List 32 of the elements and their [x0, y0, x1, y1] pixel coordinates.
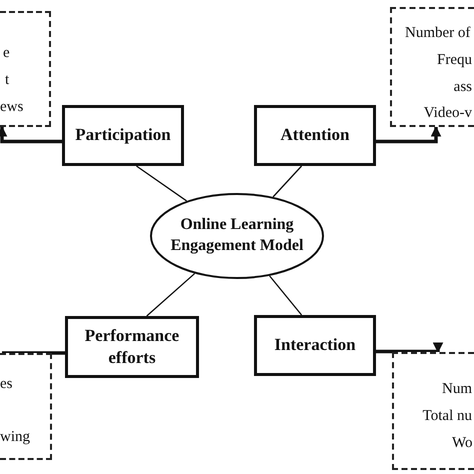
- indicator-text: wing: [0, 430, 30, 445]
- box-label: Performance efforts: [84, 324, 180, 369]
- indicator-text: ass: [454, 80, 472, 95]
- indicator-box: [0, 11, 51, 127]
- concept-box: [65, 316, 199, 378]
- connector-line: [146, 273, 196, 316]
- indicator-box: [0, 353, 52, 460]
- indicator-text: e: [3, 46, 10, 61]
- concept-box: [254, 315, 376, 376]
- indicator-text: es: [0, 377, 12, 392]
- model-label: Online Learning Engagement Model: [170, 215, 304, 256]
- indicator-text: Number of: [405, 26, 470, 41]
- box-label: Interaction: [274, 334, 356, 356]
- indicator-text: Video-v: [424, 106, 472, 121]
- indicator-text: Total nu: [422, 409, 472, 424]
- connector-line: [272, 166, 302, 198]
- indicator-box: [390, 7, 474, 127]
- connector-line: [269, 275, 302, 316]
- box-label: Attention: [280, 124, 350, 146]
- connector-arrow: [376, 342, 444, 354]
- box-label: Participation: [75, 124, 171, 146]
- connector-arrow: [376, 126, 442, 144]
- indicator-text: Num: [442, 382, 472, 397]
- indicator-text: ews: [0, 100, 24, 115]
- connector-line: [136, 165, 187, 202]
- indicator-text: t: [5, 73, 10, 88]
- indicator-text: Frequ: [437, 53, 472, 68]
- connector-arrow: [0, 126, 62, 144]
- concept-box: [62, 105, 184, 166]
- indicator-box: [392, 352, 474, 470]
- concept-box: [254, 105, 376, 166]
- indicator-text: Wo: [452, 436, 472, 451]
